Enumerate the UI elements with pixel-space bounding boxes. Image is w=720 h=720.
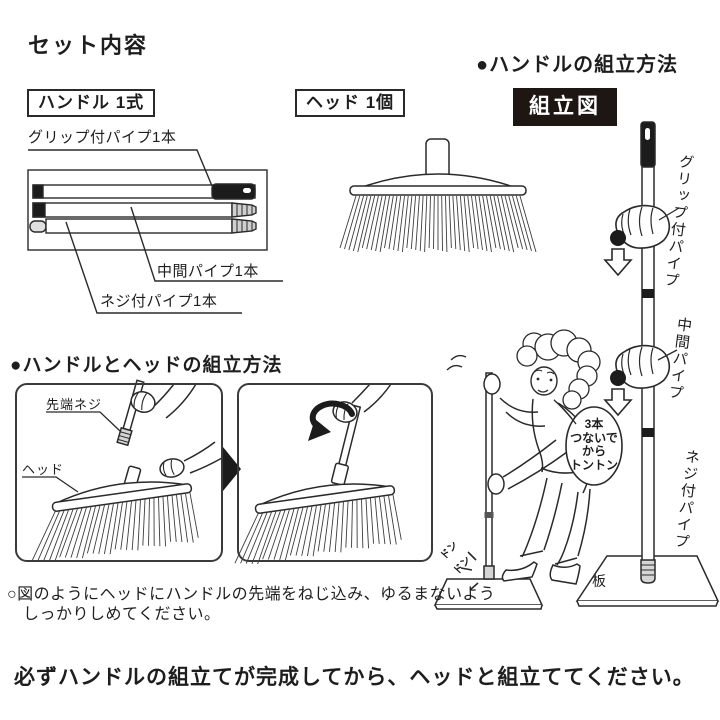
person-illustration — [433, 329, 601, 610]
handle-set-label-box: ハンドル 1式 — [27, 89, 156, 117]
down-arrow-icon — [604, 388, 632, 416]
pipe-set-illustration — [27, 149, 283, 314]
board-label: 板 — [592, 573, 606, 589]
assembly-diagram-badge: 組立図 — [513, 88, 617, 126]
handle-assembly-heading: ●ハンドルの組立方法 — [476, 54, 679, 76]
rotate-arrow-icon — [308, 400, 355, 441]
tip-screw-label: 先端ネジ — [46, 397, 103, 412]
step-dot-2 — [610, 370, 626, 386]
head-label-box: ヘッド 1個 — [295, 89, 406, 117]
head-part-label: ヘッド — [22, 462, 65, 477]
speech-bubble — [553, 399, 623, 486]
footer-warning: 必ずハンドルの組立てが完成してから、ヘッドと組立ててください。 — [14, 666, 695, 689]
speech-bubble-text: 3本 つないで から トントン — [566, 417, 622, 472]
screw-in-illustration — [22, 379, 223, 563]
screw-pipe-part-label: ネジ付パイプ1本 — [100, 293, 218, 310]
down-arrow-icon — [604, 248, 632, 276]
note-line-2: しっかりしめてください。 — [23, 606, 221, 623]
middle-pipe-part-label: 中間パイプ1本 — [157, 263, 259, 280]
step-dot-1 — [610, 230, 626, 246]
twist-tight-illustration — [234, 383, 402, 565]
bubble-line: から — [581, 444, 606, 458]
next-step-arrow-icon — [223, 447, 241, 491]
set-contents-heading: セット内容 — [28, 33, 149, 58]
bubble-line: つないで — [570, 430, 618, 445]
bubble-line: 3本 — [584, 417, 604, 431]
head-assembly-heading: ●ハンドルとヘッドの組立方法 — [10, 355, 283, 376]
assembly-step-box-2 — [237, 383, 433, 562]
assembly-diagram-illustration — [575, 121, 720, 607]
broom-head-illustration — [339, 138, 537, 253]
assembly-step-box-1 — [15, 383, 223, 562]
grip-pipe-part-label: グリップ付パイプ1本 — [28, 129, 177, 146]
note-line-1: ○図のようにヘッドにハンドルの先端をねじ込み、ゆるまないよう — [7, 586, 496, 603]
bubble-line: トントン — [569, 457, 618, 472]
